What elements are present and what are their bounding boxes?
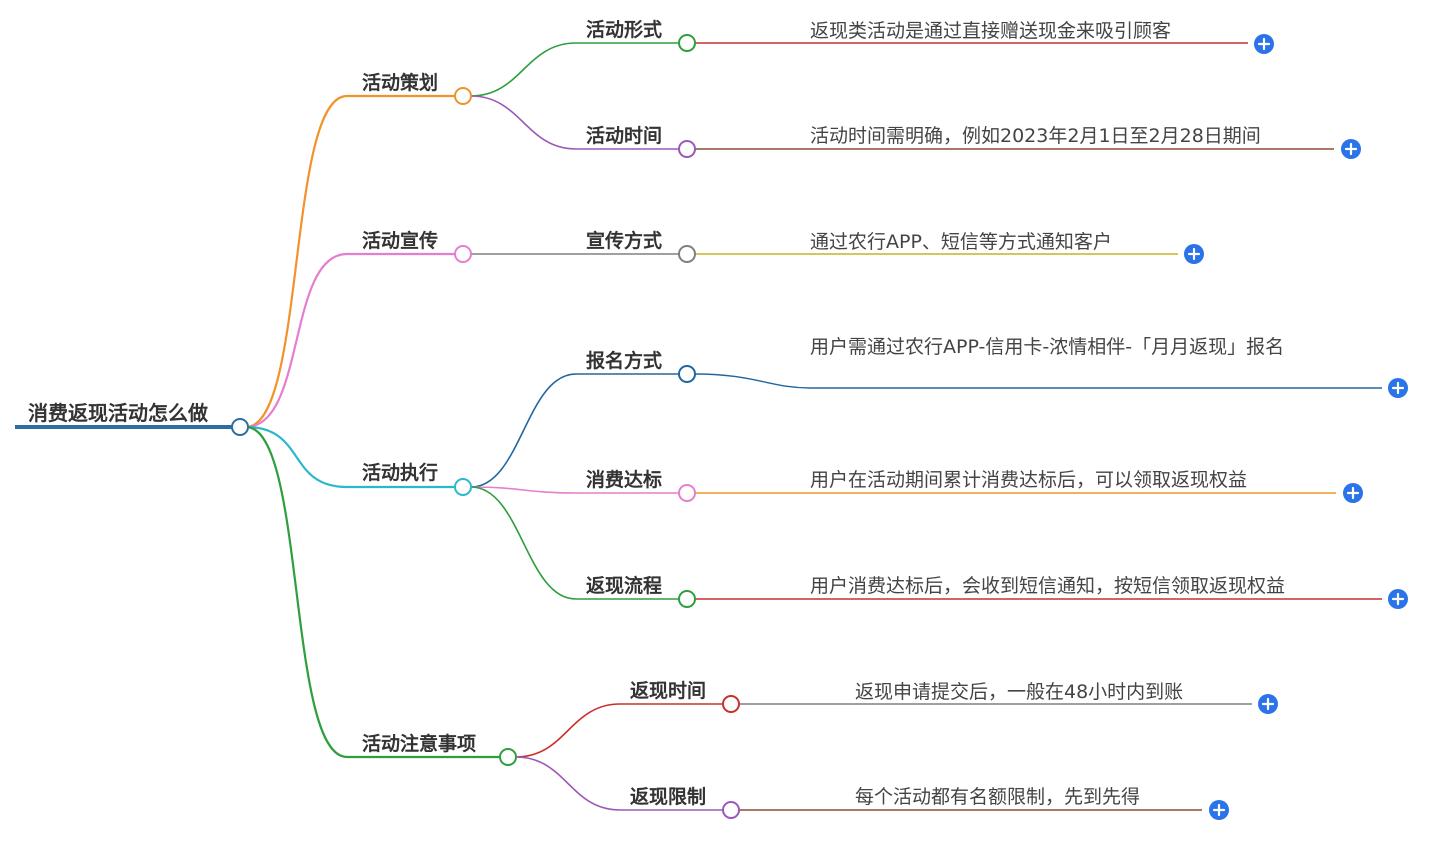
subtopic-connector	[515, 756, 723, 811]
subtopic-label: 报名方式	[586, 350, 663, 372]
subtopic-connector	[470, 42, 679, 97]
leaf-note: 活动时间需明确，例如2023年2月1日至2月28日期间	[810, 125, 1261, 147]
subtopic-node[interactable]	[678, 140, 696, 158]
subtopic-label: 宣传方式	[586, 230, 663, 252]
subtopic-node[interactable]	[678, 590, 696, 608]
leaf-note: 用户需通过农行APP-信用卡-浓情相伴-「月月返现」报名	[810, 336, 1285, 358]
expand-plus-icon[interactable]	[1258, 694, 1278, 714]
branch-node[interactable]	[454, 87, 472, 105]
subtopic-label: 活动形式	[586, 19, 663, 41]
subtopic-node[interactable]	[678, 484, 696, 502]
subtopic-node[interactable]	[678, 245, 696, 263]
subtopic-label: 返现时间	[630, 680, 707, 702]
branch-label: 活动策划	[362, 72, 439, 94]
expand-plus-icon[interactable]	[1209, 800, 1229, 820]
subtopic-node[interactable]	[722, 695, 740, 713]
leaf-note: 返现申请提交后，一般在48小时内到账	[855, 681, 1184, 703]
branch-label: 活动宣传	[362, 230, 439, 252]
subtopic-label: 消费达标	[586, 469, 663, 491]
branch-label: 活动注意事项	[362, 733, 477, 755]
subtopic-connector	[515, 703, 723, 758]
leaf-connector	[694, 373, 1382, 389]
branch-node[interactable]	[499, 748, 517, 766]
subtopic-connector	[470, 95, 679, 150]
subtopic-label: 活动时间	[586, 125, 663, 147]
subtopic-label: 返现流程	[586, 575, 663, 597]
leaf-note: 每个活动都有名额限制，先到先得	[855, 786, 1141, 808]
expand-plus-icon[interactable]	[1388, 378, 1408, 398]
branch-label: 活动执行	[362, 462, 439, 484]
expand-plus-icon[interactable]	[1184, 244, 1204, 264]
subtopic-node[interactable]	[678, 365, 696, 383]
root-node[interactable]	[231, 418, 249, 436]
subtopic-connector	[470, 486, 679, 600]
expand-plus-icon[interactable]	[1254, 34, 1274, 54]
leaf-note: 用户在活动期间累计消费达标后，可以领取返现权益	[810, 469, 1248, 491]
subtopic-connector	[470, 486, 679, 494]
branch-connector	[245, 94, 455, 429]
root-topic-label: 消费返现活动怎么做	[28, 401, 208, 425]
leaf-note: 用户消费达标后，会收到短信通知，按短信领取返现权益	[810, 575, 1286, 597]
subtopic-connector	[470, 373, 679, 488]
subtopic-node[interactable]	[722, 801, 740, 819]
expand-plus-icon[interactable]	[1343, 483, 1363, 503]
branch-connector	[245, 425, 500, 759]
leaf-note: 通过农行APP、短信等方式通知客户	[810, 231, 1112, 253]
leaf-note: 返现类活动是通过直接赠送现金来吸引顾客	[810, 20, 1172, 42]
expand-plus-icon[interactable]	[1341, 139, 1361, 159]
branch-connector	[245, 252, 455, 429]
subtopic-node[interactable]	[678, 34, 696, 52]
branch-connector	[245, 425, 455, 489]
branch-node[interactable]	[454, 478, 472, 496]
subtopic-label: 返现限制	[630, 786, 707, 808]
branch-node[interactable]	[454, 245, 472, 263]
expand-plus-icon[interactable]	[1388, 589, 1408, 609]
